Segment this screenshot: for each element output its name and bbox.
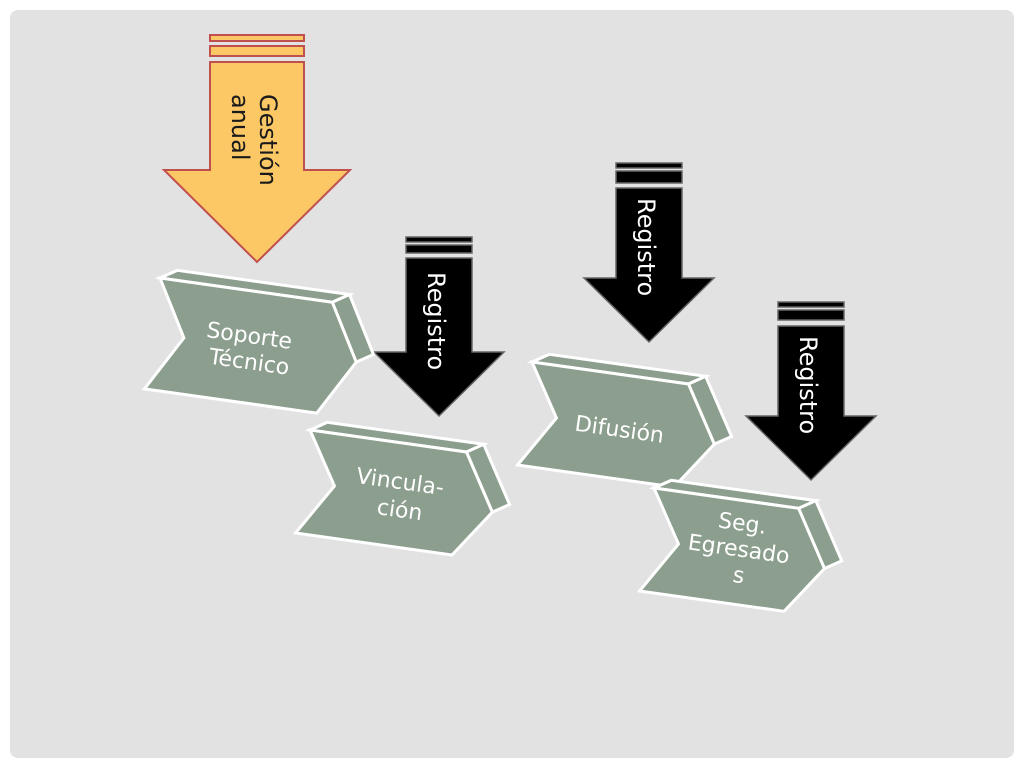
svg-text:Seg. Egresado: Seg. Egresado s [683,505,802,596]
registro-arrow-1: Registro [372,236,506,418]
step-soporte-tecnico: Soporte Técnico [141,268,376,415]
gestion-anual-label-line1: Gestión [254,94,282,186]
step-seg-egresados: Seg. Egresado s [636,478,844,613]
registro-arrow-2: Registro [582,162,716,344]
registro-arrow-3: Registro [744,301,878,482]
gestion-anual-label-line2: anual [226,94,254,161]
process-diagram: Gestión anual Registro Registro [141,34,878,613]
seg-egresados-label-line3: s [731,563,746,589]
svg-text:Gestión anual: Gestión anual [226,94,282,193]
registro-1-label: Registro [422,272,450,370]
step-vinculacion: Vincula- ción [292,420,512,557]
gestion-anual-arrow: Gestión anual [161,34,353,264]
slide-canvas: Gestión anual Registro Registro [10,10,1014,758]
step-difusion: Difusión [514,352,734,489]
registro-3-label: Registro [794,336,822,434]
registro-2-label: Registro [632,198,660,296]
